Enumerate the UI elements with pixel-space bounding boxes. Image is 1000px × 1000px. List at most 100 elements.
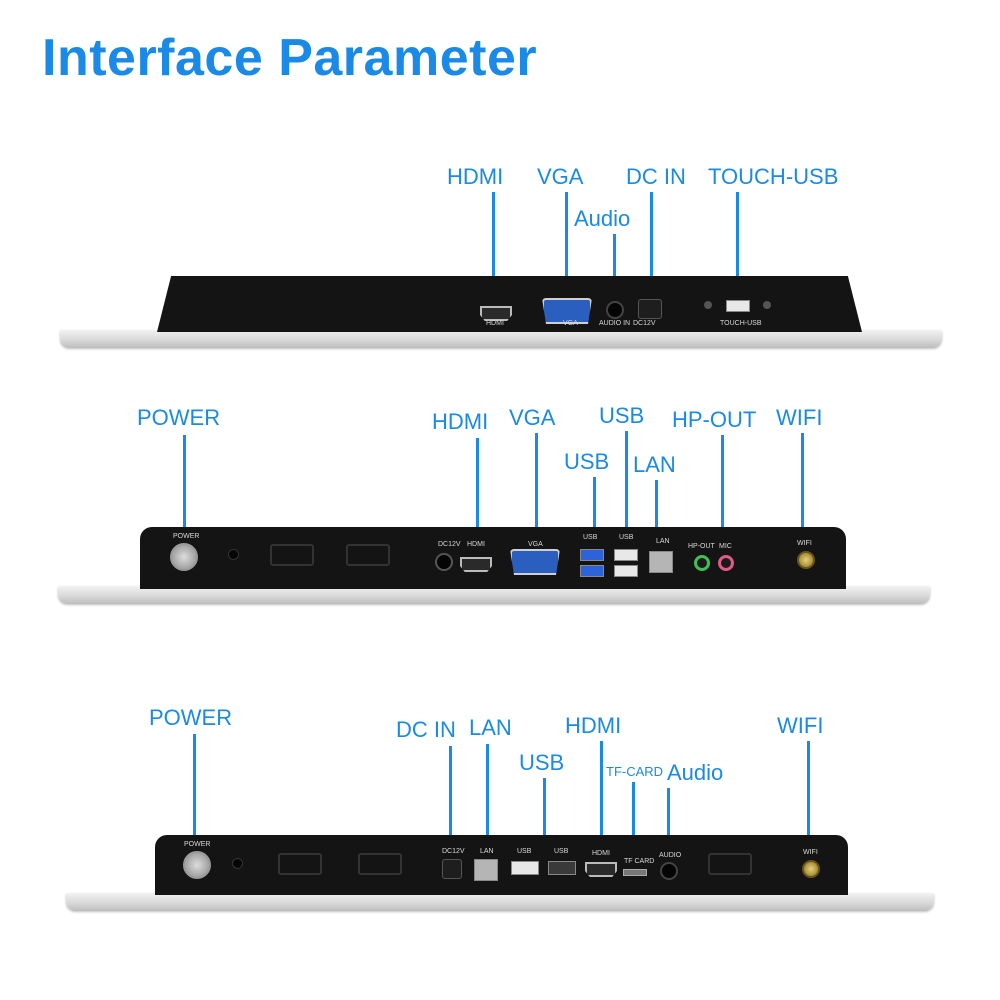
label-usb: USB	[519, 750, 565, 775]
lan-port	[474, 859, 498, 881]
leader-line-hp-out	[721, 435, 724, 530]
label-power: POWER	[149, 705, 233, 730]
port-label-tf-card: TF CARD	[624, 858, 655, 865]
leader-line-wifi	[801, 433, 804, 530]
monitor-bezel	[66, 893, 934, 911]
leader-line-vga	[565, 192, 568, 296]
usb2-port	[614, 549, 638, 561]
leader-line-hdmi	[476, 438, 479, 530]
audio-jack	[606, 301, 624, 319]
port-label-usb1: USB	[517, 848, 532, 855]
label-hdmi: HDMI	[447, 164, 504, 189]
power-button	[170, 543, 198, 571]
lan-port	[649, 551, 673, 573]
usb-port	[548, 861, 576, 875]
power-button	[183, 851, 211, 879]
dc-jack	[638, 299, 662, 319]
leader-line-audio	[613, 234, 616, 296]
port-label-usb2: USB	[554, 848, 569, 855]
port-label-mic: MIC	[719, 543, 732, 550]
blank-port-cover	[278, 853, 322, 875]
leader-line-dc-in	[449, 746, 452, 841]
blank-port-cover	[346, 544, 390, 566]
port-label-power: POWER	[184, 841, 211, 848]
leader-line-usb	[543, 778, 546, 841]
port-label-dc: DC12V	[633, 320, 656, 327]
label-touch-usb: TOUCH-USB	[708, 164, 839, 189]
port-label-vga: VGA	[563, 320, 578, 327]
leader-line-wifi	[807, 741, 810, 841]
leader-line-power	[183, 435, 186, 530]
label-lan: LAN	[633, 452, 676, 477]
indicator-hole	[228, 549, 239, 560]
port-label-hdmi: HDMI	[592, 850, 610, 857]
wifi-antenna-connector	[797, 551, 815, 569]
hdmi-port	[585, 862, 617, 877]
blank-port-cover	[708, 853, 752, 875]
leader-line-audio	[667, 788, 670, 841]
dc-jack	[442, 859, 462, 879]
tf-card-slot	[623, 869, 647, 876]
port-label-wifi: WIFI	[797, 540, 812, 547]
leader-line-power	[193, 734, 196, 837]
label-wifi: WIFI	[777, 713, 824, 738]
label-audio: Audio	[667, 760, 724, 785]
label-vga: VGA	[509, 405, 556, 430]
label-usb-top: USB	[599, 403, 645, 428]
port-label-touch-usb: TOUCH-USB	[720, 320, 762, 327]
port-label-hdmi: HDMI	[467, 541, 485, 548]
mic-jack	[718, 555, 734, 571]
hdmi-port	[460, 557, 492, 572]
port-label-power: POWER	[173, 533, 200, 540]
leader-line-lan	[655, 480, 658, 530]
wifi-antenna-connector	[802, 860, 820, 878]
usb-port	[511, 861, 539, 875]
port-label-dc: DC12V	[438, 541, 461, 548]
leader-line-usb-low	[593, 477, 596, 530]
label-hp-out: HP-OUT	[672, 407, 757, 432]
port-label-vga: VGA	[528, 541, 543, 548]
port-label-dc: DC12V	[442, 848, 465, 855]
label-power: POWER	[137, 405, 221, 430]
dc-jack	[435, 553, 453, 571]
blank-port-cover	[358, 853, 402, 875]
screw	[704, 301, 712, 309]
vga-port	[510, 549, 560, 575]
leader-line-tf-card	[632, 782, 635, 841]
port-label-audio: AUDIO	[659, 852, 682, 859]
port-housing	[155, 835, 848, 895]
leader-line-lan	[486, 744, 489, 841]
label-usb-low: USB	[564, 449, 610, 474]
leader-line-hdmi	[600, 741, 603, 841]
label-hdmi: HDMI	[565, 713, 622, 738]
label-dc-in: DC IN	[396, 717, 456, 742]
label-vga: VGA	[537, 164, 584, 189]
leader-line-usb-top	[625, 431, 628, 530]
label-hdmi: HDMI	[432, 409, 489, 434]
indicator-hole	[232, 858, 243, 869]
port-label-wifi: WIFI	[803, 849, 818, 856]
port-label-lan: LAN	[480, 848, 494, 855]
port-label-hp-out: HP-OUT	[688, 543, 715, 550]
leader-line-vga	[535, 433, 538, 530]
port-label-lan: LAN	[656, 538, 670, 545]
blank-port-cover	[270, 544, 314, 566]
touch-usb-port	[726, 300, 750, 312]
leader-line-hdmi	[492, 192, 495, 304]
hdmi-port	[480, 306, 512, 321]
leader-line-touch-usb	[736, 192, 739, 296]
headphone-jack	[694, 555, 710, 571]
leader-line-dc-in	[650, 192, 653, 296]
page-title: Interface Parameter	[42, 29, 538, 87]
port-label-usb1: USB	[583, 534, 598, 541]
usb3-port	[580, 549, 604, 561]
screw	[763, 301, 771, 309]
label-dc-in: DC IN	[626, 164, 686, 189]
usb3-port	[580, 565, 604, 577]
usb2-port	[614, 565, 638, 577]
port-label-hdmi: HDMI	[486, 320, 504, 327]
port-label-usb2: USB	[619, 534, 634, 541]
audio-jack	[660, 862, 678, 880]
label-audio: Audio	[574, 206, 631, 231]
monitor-bezel	[58, 586, 930, 604]
